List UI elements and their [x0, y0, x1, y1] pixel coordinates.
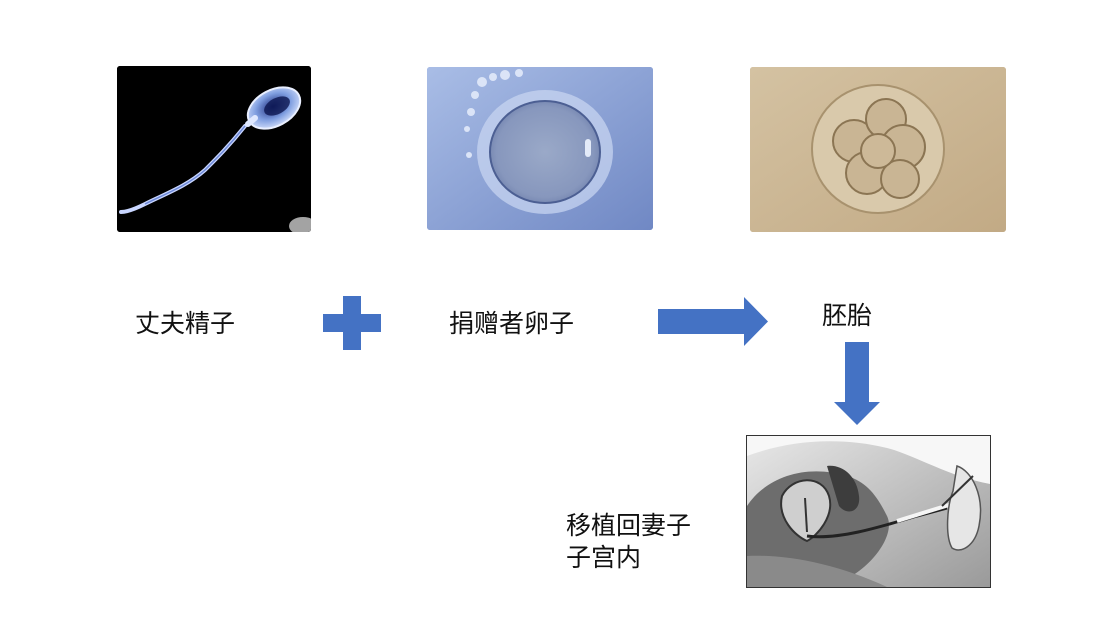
husband-sperm-label: 丈夫精子 — [135, 309, 236, 338]
plus-icon — [323, 296, 381, 350]
transfer-image — [746, 435, 991, 588]
transfer-label-line1: 移植回妻子 — [566, 511, 692, 540]
sperm-icon — [117, 66, 311, 232]
donor-egg-label: 捐赠者卵子 — [449, 309, 575, 338]
egg-image — [427, 67, 653, 230]
embryo-image — [750, 67, 1006, 232]
embryo-icon — [750, 67, 1006, 232]
arrow-down-icon — [834, 342, 880, 425]
egg-icon — [427, 67, 653, 230]
transfer-label-line2: 子宫内 — [566, 543, 642, 572]
uterus-icon — [747, 436, 990, 587]
embryo-label: 胚胎 — [822, 301, 873, 330]
sperm-image — [117, 66, 311, 232]
arrow-right-icon — [658, 297, 768, 346]
